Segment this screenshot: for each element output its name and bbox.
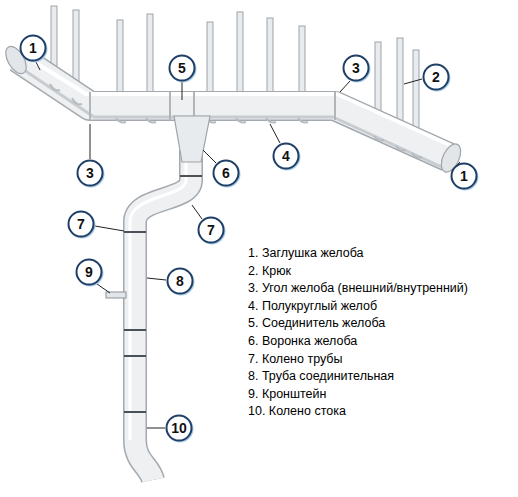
callout-ring [344, 56, 369, 81]
legend-item: 6. Воронка желоба [248, 334, 357, 349]
callout-circle: 4 [272, 142, 300, 170]
callout-number: 3 [352, 61, 360, 75]
gutter-shade [24, 70, 444, 168]
gutter-brackets [50, 84, 422, 158]
hook [207, 22, 213, 96]
gutter-corner-seam [90, 92, 335, 120]
callout-number: 6 [222, 166, 230, 180]
callout-circle: 3 [342, 54, 370, 82]
callout-ring [168, 269, 193, 294]
callout-circle: 1 [450, 162, 478, 190]
downpipe [124, 150, 202, 480]
leader-line [203, 150, 216, 163]
callout-number: 5 [178, 61, 186, 75]
leader-lines [36, 62, 460, 428]
callout-number: 3 [86, 166, 94, 180]
callout-ring [167, 416, 192, 441]
callout-number: 7 [207, 223, 215, 237]
callout-ring [214, 161, 239, 186]
callout-circle: 2 [422, 63, 450, 91]
callout-shadow [215, 162, 240, 187]
gutter-rim [12, 48, 452, 146]
callout-ring [199, 218, 224, 243]
callout-shadow [200, 219, 225, 244]
hook [299, 26, 305, 96]
leader-line [147, 428, 165, 429]
callout-ring [21, 36, 46, 61]
legend-item: 5. Соединитель желоба [248, 316, 385, 331]
callout-circle: 9 [75, 258, 103, 286]
callout-ring [77, 260, 102, 285]
callout-ring [170, 56, 195, 81]
leader-line [182, 82, 183, 100]
callout-number: 2 [432, 70, 440, 84]
legend-item: 2. Крюк [248, 264, 291, 279]
callout-ring [274, 144, 299, 169]
callout-circle: 1 [19, 34, 47, 62]
callout-ring [424, 65, 449, 90]
hook [73, 10, 79, 86]
callout-shadow [70, 213, 95, 238]
callout-shadow [171, 57, 196, 82]
gutter [12, 48, 452, 168]
leader-line [270, 124, 280, 143]
legend-item: 10. Колено стока [248, 404, 346, 419]
leader-line [95, 226, 124, 231]
hook [237, 12, 243, 96]
leader-line [97, 284, 110, 293]
leader-line [404, 79, 422, 84]
callout-shadow [345, 57, 370, 82]
callout-circle: 8 [166, 267, 194, 295]
callout-number: 10 [171, 421, 187, 435]
callout-ring [452, 164, 477, 189]
callout-number: 1 [29, 41, 37, 55]
pipe-body [135, 150, 191, 480]
legend-item: 9. Кронштейн [248, 387, 326, 402]
legend-item: 3. Угол желоба (внешний/внутренний) [248, 281, 468, 296]
callout-circle: 6 [212, 159, 240, 187]
legend-item: 4. Полукруглый желоб [248, 299, 377, 314]
leader-line [192, 205, 202, 219]
leader-line [147, 278, 166, 280]
pipe-coupling [124, 176, 202, 412]
callout-circle: 10 [165, 414, 193, 442]
legend-item: 7. Колено трубы [248, 352, 343, 367]
legend-item: 8. Труба соединительная [248, 369, 394, 384]
callout-shadow [22, 37, 47, 62]
callout-shadow [168, 417, 193, 442]
pipe-outline [135, 150, 191, 480]
leader-line [36, 62, 40, 70]
callout-shadow [78, 261, 103, 286]
callout-ring [69, 212, 94, 237]
callout-number: 4 [282, 149, 290, 163]
hook [413, 50, 419, 130]
hook [147, 14, 153, 96]
leader-line [90, 124, 91, 159]
callout-number: 1 [460, 169, 468, 183]
bracket-clip [50, 84, 422, 158]
callout-shadow [169, 270, 194, 295]
hook [375, 42, 381, 112]
callout-number: 8 [176, 274, 184, 288]
callout-circle: 5 [168, 54, 196, 82]
callout-shadow [425, 66, 450, 91]
legend-item: 1. Заглушка желоба [248, 246, 364, 261]
callout-ring [78, 161, 103, 186]
callout-circle: 7 [197, 216, 225, 244]
callout-shadow [453, 165, 478, 190]
funnel [174, 116, 210, 162]
hook [267, 18, 273, 96]
callout-circle: 7 [67, 210, 95, 238]
hook [117, 20, 123, 96]
callout-number: 7 [77, 217, 85, 231]
hook [51, 6, 57, 72]
leader-line [340, 81, 350, 92]
callout-number: 9 [85, 265, 93, 279]
callout-shadow [79, 162, 104, 187]
callout-circle: 3 [76, 159, 104, 187]
callout-shadow [275, 145, 300, 170]
hook [397, 38, 403, 122]
